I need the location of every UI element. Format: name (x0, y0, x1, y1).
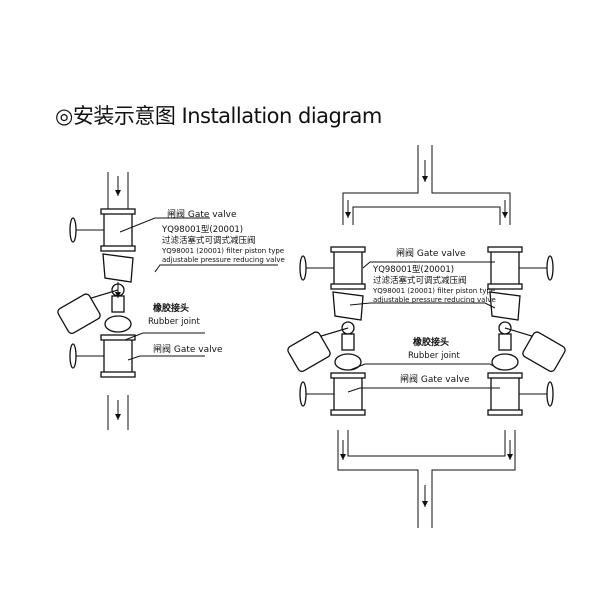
valve-name-en: adjustable pressure reducing valve (373, 296, 496, 304)
valve-name-cn: 过滤活塞式可调式减压阀 (373, 275, 467, 286)
valve-stack (287, 246, 366, 416)
right-labels: 闸阀 Gate valve YQ98001型(20001) 过滤活塞式可调式减压… (347, 248, 501, 393)
valve-model-cn: YQ98001型(20001) (161, 225, 243, 235)
gate-valve (299, 246, 366, 290)
rubber-joint-label-cn: 橡胶接头 (153, 302, 189, 314)
valve-model-en: YQ98001 (20001) filter piston type (161, 247, 284, 255)
flow-arrow-icon (115, 282, 121, 298)
diagram-title: ◎安装示意图 Installation diagram (55, 104, 382, 128)
valve-model-cn: YQ98001型(20001) (372, 265, 454, 275)
gate-valve (299, 372, 366, 416)
rubber-joint-label-en: Rubber joint (148, 317, 200, 327)
handwheel-icon (546, 255, 554, 281)
flow-arrow-icon (115, 400, 121, 420)
y-strainer (522, 331, 566, 373)
left-pipe (107, 172, 129, 430)
valve-stack (57, 208, 136, 378)
pressure-reducing-valve (489, 291, 566, 373)
valve-stack (487, 246, 566, 416)
gate-valve (487, 246, 554, 290)
handwheel-icon (546, 381, 554, 407)
pressure-reducing-valve (287, 291, 364, 373)
flow-arrow-icon (115, 176, 121, 196)
valve-model-en: YQ98001 (20001) filter piston type (372, 287, 495, 295)
valve-name-en: adjustable pressure reducing valve (162, 256, 285, 264)
left-labels: 闸阀 Gate valve YQ98001型(20001) 过滤活塞式可调式减压… (119, 209, 285, 361)
y-strainer (287, 331, 331, 373)
gate-valve (69, 208, 136, 252)
handwheel-icon (299, 255, 307, 281)
flow-arrow-icon (340, 440, 346, 460)
flow-arrow-icon (345, 200, 351, 218)
handwheel-icon (69, 217, 77, 243)
flow-arrow-icon (422, 485, 428, 507)
handwheel-icon (69, 343, 77, 369)
handwheel-icon (299, 381, 307, 407)
gate-valve-label: 闸阀 Gate valve (153, 344, 223, 355)
rubber-joint (334, 333, 362, 371)
gate-valve-label: 闸阀 Gate valve (396, 248, 466, 259)
flow-arrow-icon (502, 200, 508, 218)
rubber-joint-label-en: Rubber joint (408, 351, 460, 361)
y-strainer (57, 293, 101, 335)
gate-valve-label: 闸阀 Gate valve (400, 374, 470, 385)
right-pipe-loop (337, 145, 516, 528)
rubber-joint-label-cn: 橡胶接头 (413, 336, 449, 348)
flow-arrow-icon (422, 160, 428, 182)
gate-valve-label: 闸阀 Gate valve (167, 209, 237, 220)
gate-valve (69, 334, 136, 378)
valve-name-cn: 过滤活塞式可调式减压阀 (162, 235, 256, 246)
gate-valve (487, 372, 554, 416)
rubber-joint (491, 333, 519, 371)
rubber-joint (104, 295, 132, 333)
flow-arrow-icon (507, 440, 513, 460)
